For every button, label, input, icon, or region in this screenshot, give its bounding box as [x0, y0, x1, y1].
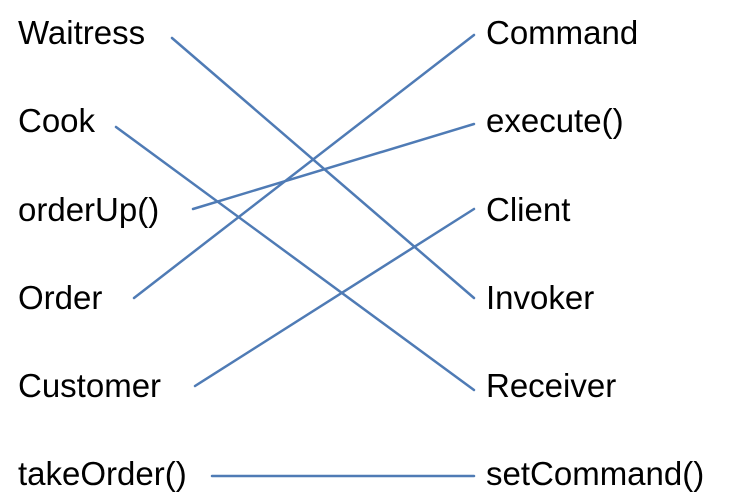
right-term-invoker: Invoker: [486, 279, 595, 316]
connector-orderup-to-execute: [191, 122, 476, 211]
left-term-waitress: Waitress: [18, 14, 146, 51]
left-term-take-order: takeOrder(): [18, 455, 187, 492]
right-term-client: Client: [486, 191, 571, 228]
right-term-receiver: Receiver: [486, 367, 617, 404]
right-term-set-command: setCommand(): [486, 455, 705, 492]
left-term-order-up: orderUp(): [18, 191, 160, 228]
connector-waitress-to-invoker: [170, 36, 476, 300]
left-term-cook: Cook: [18, 102, 96, 139]
left-term-customer: Customer: [18, 367, 162, 404]
right-term-execute: execute(): [486, 102, 624, 139]
connector-customer-to-client: [193, 207, 476, 388]
right-term-command: Command: [486, 14, 639, 51]
connector-order-to-command: [132, 33, 476, 300]
connector-cook-to-receiver: [114, 125, 476, 392]
left-term-order: Order: [18, 279, 103, 316]
